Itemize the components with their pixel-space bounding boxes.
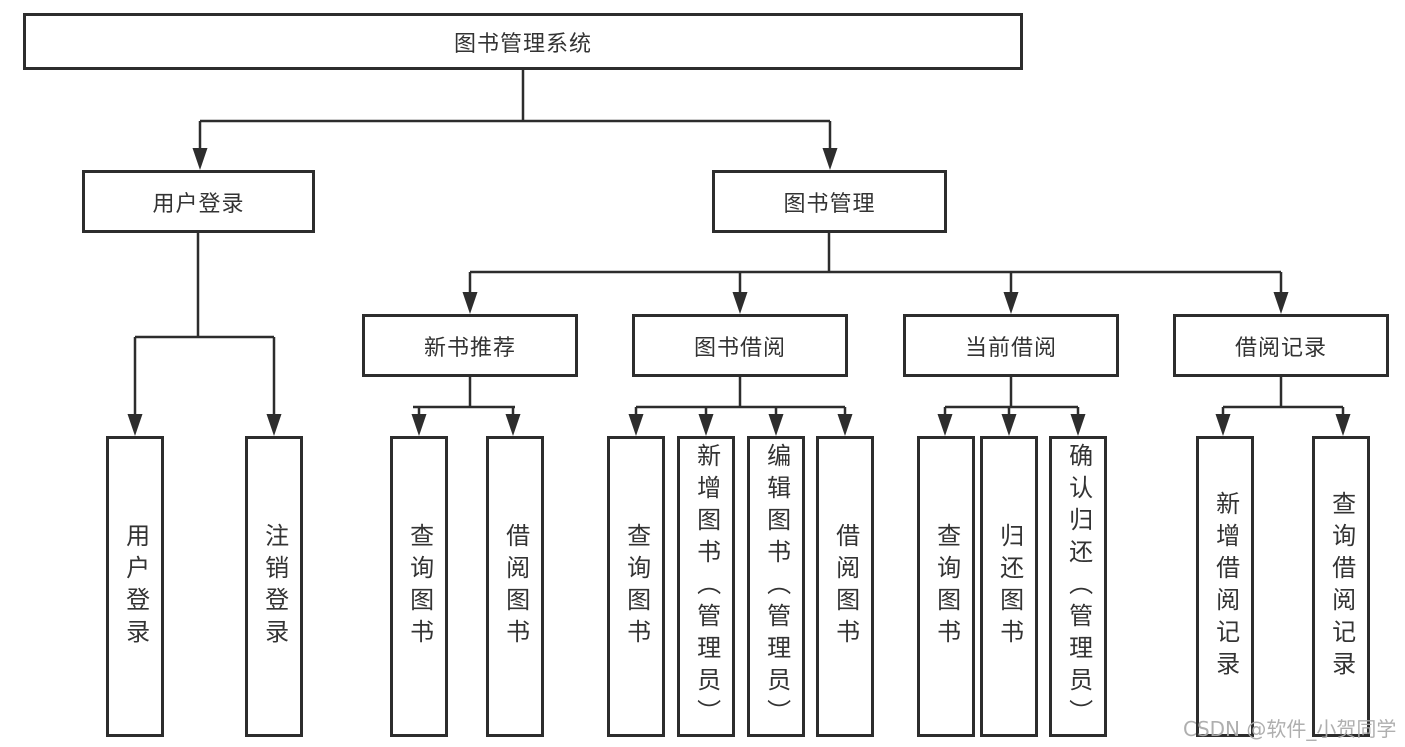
arrowhead-icon [698, 414, 714, 436]
leaf-add-borrow-record: 新增借阅记录 [1196, 436, 1254, 737]
leaf-label: 编辑图书（管理员） [762, 442, 791, 731]
leaf-query-book: 查询图书 [390, 436, 448, 737]
leaf-label: 归还图书 [995, 522, 1024, 651]
arrowhead-icon [505, 414, 521, 436]
arrowhead-icon [937, 414, 953, 436]
arrowhead-icon [462, 292, 478, 314]
node-book-management: 图书管理 [712, 170, 947, 233]
arrowhead-icon [192, 148, 208, 170]
leaf-query-borrow-record: 查询借阅记录 [1312, 436, 1370, 737]
node-label: 图书借阅 [693, 335, 786, 361]
leaf-return-book: 归还图书 [980, 436, 1038, 737]
arrowhead-icon [768, 414, 784, 436]
connector-book-mgmt-split [468, 233, 1283, 292]
connector-borrow-record-split [1221, 377, 1345, 414]
arrowhead-icon [127, 414, 143, 436]
leaf-query-book: 查询图书 [607, 436, 665, 737]
leaf-user-login: 用户登录 [106, 436, 164, 737]
node-new-book-recommend: 新书推荐 [362, 314, 578, 377]
leaf-label: 查询图书 [932, 522, 961, 651]
node-label: 用户登录 [152, 191, 245, 217]
leaf-label: 新增图书（管理员） [692, 442, 721, 731]
arrowhead-icon [822, 148, 838, 170]
node-library-management-system: 图书管理系统 [23, 13, 1023, 70]
node-label: 借阅记录 [1234, 335, 1327, 361]
node-label: 新书推荐 [423, 335, 516, 361]
watermark: CSDN @软件_小贺同学 [1183, 717, 1397, 741]
leaf-confirm-return-admin: 确认归还（管理员） [1049, 436, 1107, 737]
leaf-label: 借阅图书 [831, 522, 860, 651]
leaf-label: 查询图书 [622, 522, 651, 651]
connector-new-book-split [413, 377, 515, 414]
arrowhead-icon [628, 414, 644, 436]
connector-root-split [198, 70, 832, 148]
arrowhead-icon [1003, 292, 1019, 314]
leaf-label: 查询图书 [405, 522, 434, 651]
node-label: 图书管理系统 [453, 31, 592, 57]
arrowhead-icon [1215, 414, 1231, 436]
arrowhead-icon [837, 414, 853, 436]
connector-user-login-split [133, 233, 276, 414]
connector-current-borrow-split [943, 377, 1080, 414]
leaf-add-book-admin: 新增图书（管理员） [677, 436, 735, 737]
arrowhead-icon [1070, 414, 1086, 436]
leaf-label: 新增借阅记录 [1211, 490, 1240, 683]
arrowhead-icon [1335, 414, 1351, 436]
node-current-borrow: 当前借阅 [903, 314, 1119, 377]
arrowhead-icon [1001, 414, 1017, 436]
arrowhead-icon [411, 414, 427, 436]
leaf-logout: 注销登录 [245, 436, 303, 737]
leaf-label: 借阅图书 [501, 522, 530, 651]
node-book-borrow: 图书借阅 [632, 314, 848, 377]
arrowhead-icon [266, 414, 282, 436]
leaf-edit-book-admin: 编辑图书（管理员） [747, 436, 805, 737]
leaf-borrow-book: 借阅图书 [486, 436, 544, 737]
arrowhead-icon [732, 292, 748, 314]
leaf-label: 注销登录 [260, 522, 289, 651]
leaf-label: 查询借阅记录 [1327, 490, 1356, 683]
leaf-query-book: 查询图书 [917, 436, 975, 737]
connector-book-borrow-split [634, 377, 847, 414]
node-label: 当前借阅 [964, 335, 1057, 361]
leaf-label: 确认归还（管理员） [1064, 442, 1093, 731]
node-user-login: 用户登录 [82, 170, 315, 233]
node-label: 图书管理 [783, 191, 876, 217]
leaf-label: 用户登录 [121, 522, 150, 651]
arrowhead-icon [1273, 292, 1289, 314]
node-borrow-record: 借阅记录 [1173, 314, 1389, 377]
leaf-borrow-book: 借阅图书 [816, 436, 874, 737]
